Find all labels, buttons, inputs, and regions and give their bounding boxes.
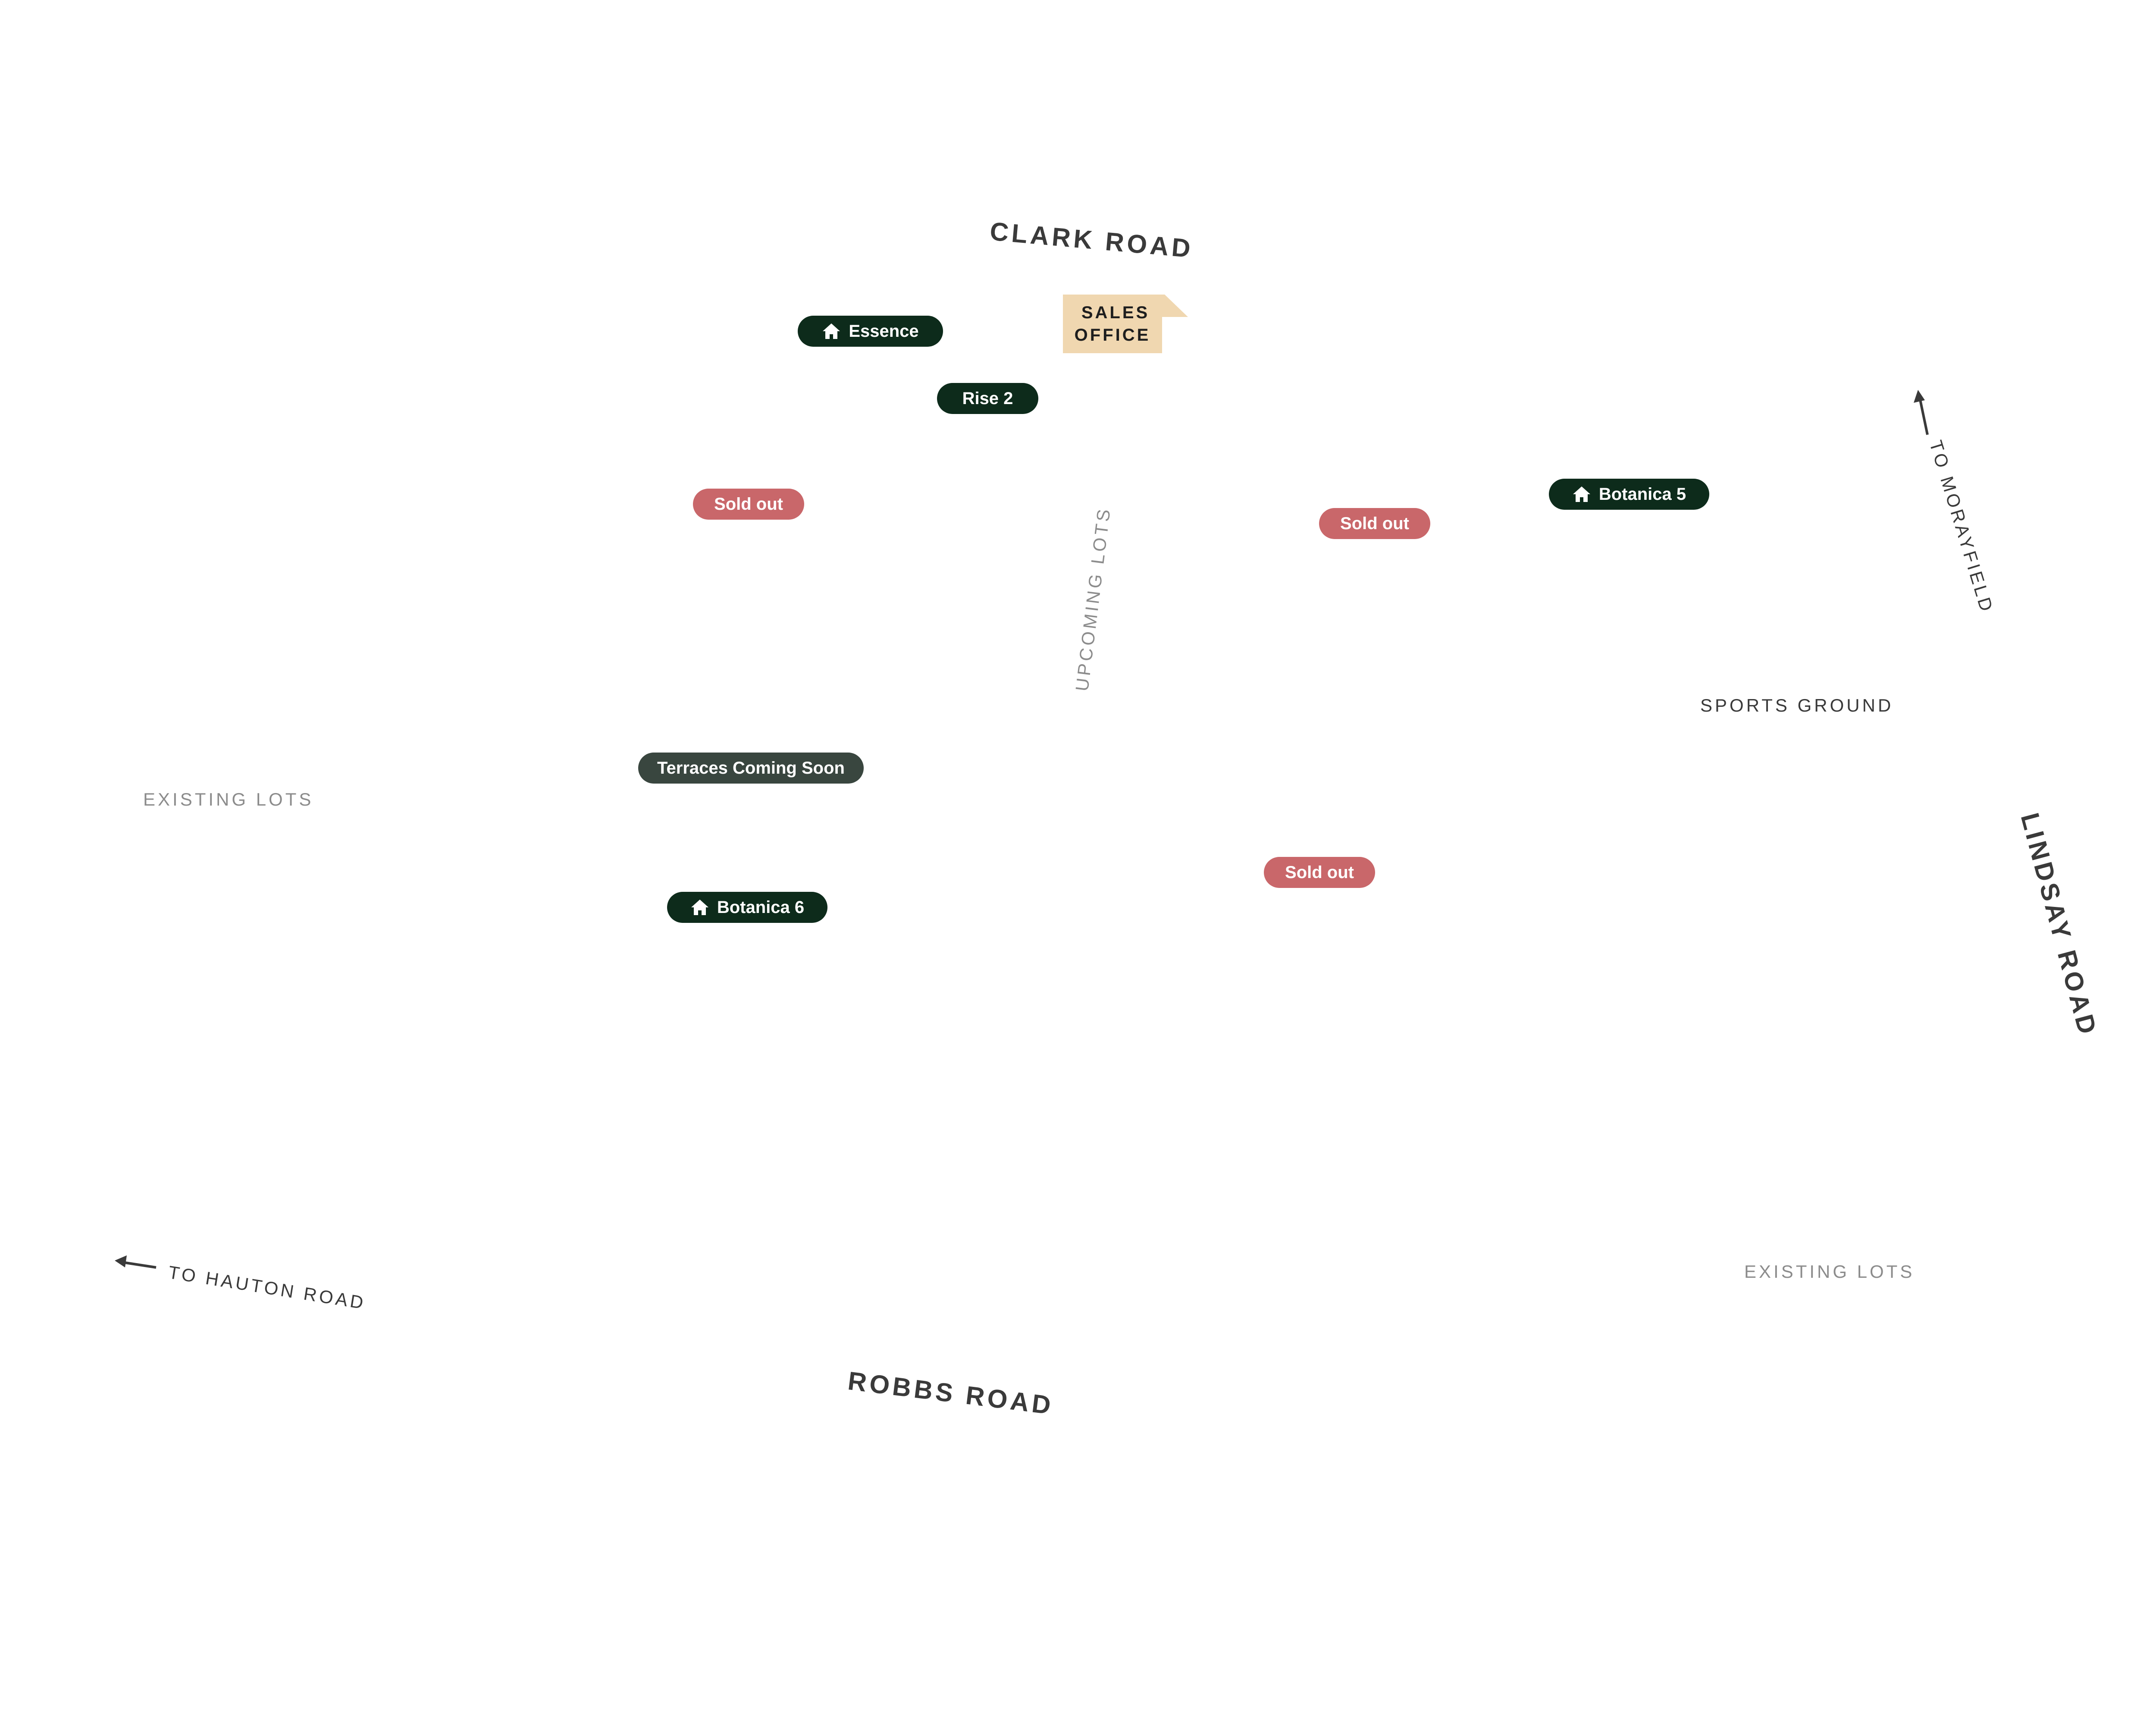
marker-sold-out-2-label: Sold out — [1340, 514, 1409, 533]
marker-sold-out-2[interactable]: Sold out — [1319, 508, 1430, 539]
clark-road-label: CLARK ROAD — [988, 216, 1195, 263]
marker-rise-2-label: Rise 2 — [962, 389, 1013, 408]
marker-sold-out-1[interactable]: Sold out — [693, 489, 804, 520]
marker-botanica-5[interactable]: Botanica 5 — [1549, 479, 1709, 510]
sales-office-line2: OFFICE — [1074, 326, 1151, 345]
sales-office-shape — [1063, 295, 1188, 353]
sales-office-line1: SALES — [1081, 303, 1150, 322]
marker-sold-out-3-label: Sold out — [1285, 862, 1354, 882]
sports-ground-label: SPORTS GROUND — [1700, 695, 1894, 715]
home-icon — [690, 899, 709, 916]
existing-lots-east-label: EXISTING LOTS — [1744, 1261, 1915, 1282]
marker-sold-out-1-label: Sold out — [714, 494, 783, 514]
marker-rise-2[interactable]: Rise 2 — [937, 383, 1038, 414]
marker-essence-label: Essence — [849, 321, 919, 341]
lindsay-road-label: LINDSAY ROAD — [2015, 809, 2103, 1040]
arrow-left-icon — [115, 1255, 157, 1269]
arrow-up-icon — [1914, 390, 1929, 435]
sales-office-text: SALES OFFICE — [1063, 295, 1162, 353]
to-hauton-road-label: TO HAUTON ROAD — [167, 1262, 367, 1313]
existing-lots-west-label: EXISTING LOTS — [143, 789, 314, 809]
marker-botanica-6-label: Botanica 6 — [717, 897, 805, 917]
upcoming-lots-label: UPCOMING LOTS — [1072, 505, 1115, 693]
marker-essence[interactable]: Essence — [798, 316, 943, 347]
home-icon — [822, 323, 841, 340]
marker-botanica-5-label: Botanica 5 — [1598, 484, 1686, 504]
marker-terraces-coming-soon[interactable]: Terraces Coming Soon — [638, 753, 864, 784]
robbs-road-label: ROBBS ROAD — [846, 1366, 1056, 1420]
home-icon — [1572, 486, 1591, 503]
marker-terraces-label: Terraces Coming Soon — [657, 758, 845, 778]
marker-sold-out-3[interactable]: Sold out — [1264, 857, 1375, 888]
marker-botanica-6[interactable]: Botanica 6 — [667, 892, 827, 923]
to-morayfield-label: TO MORAYFIELD — [1925, 438, 1998, 616]
sales-office-marker[interactable]: SALES OFFICE — [1063, 295, 1188, 353]
